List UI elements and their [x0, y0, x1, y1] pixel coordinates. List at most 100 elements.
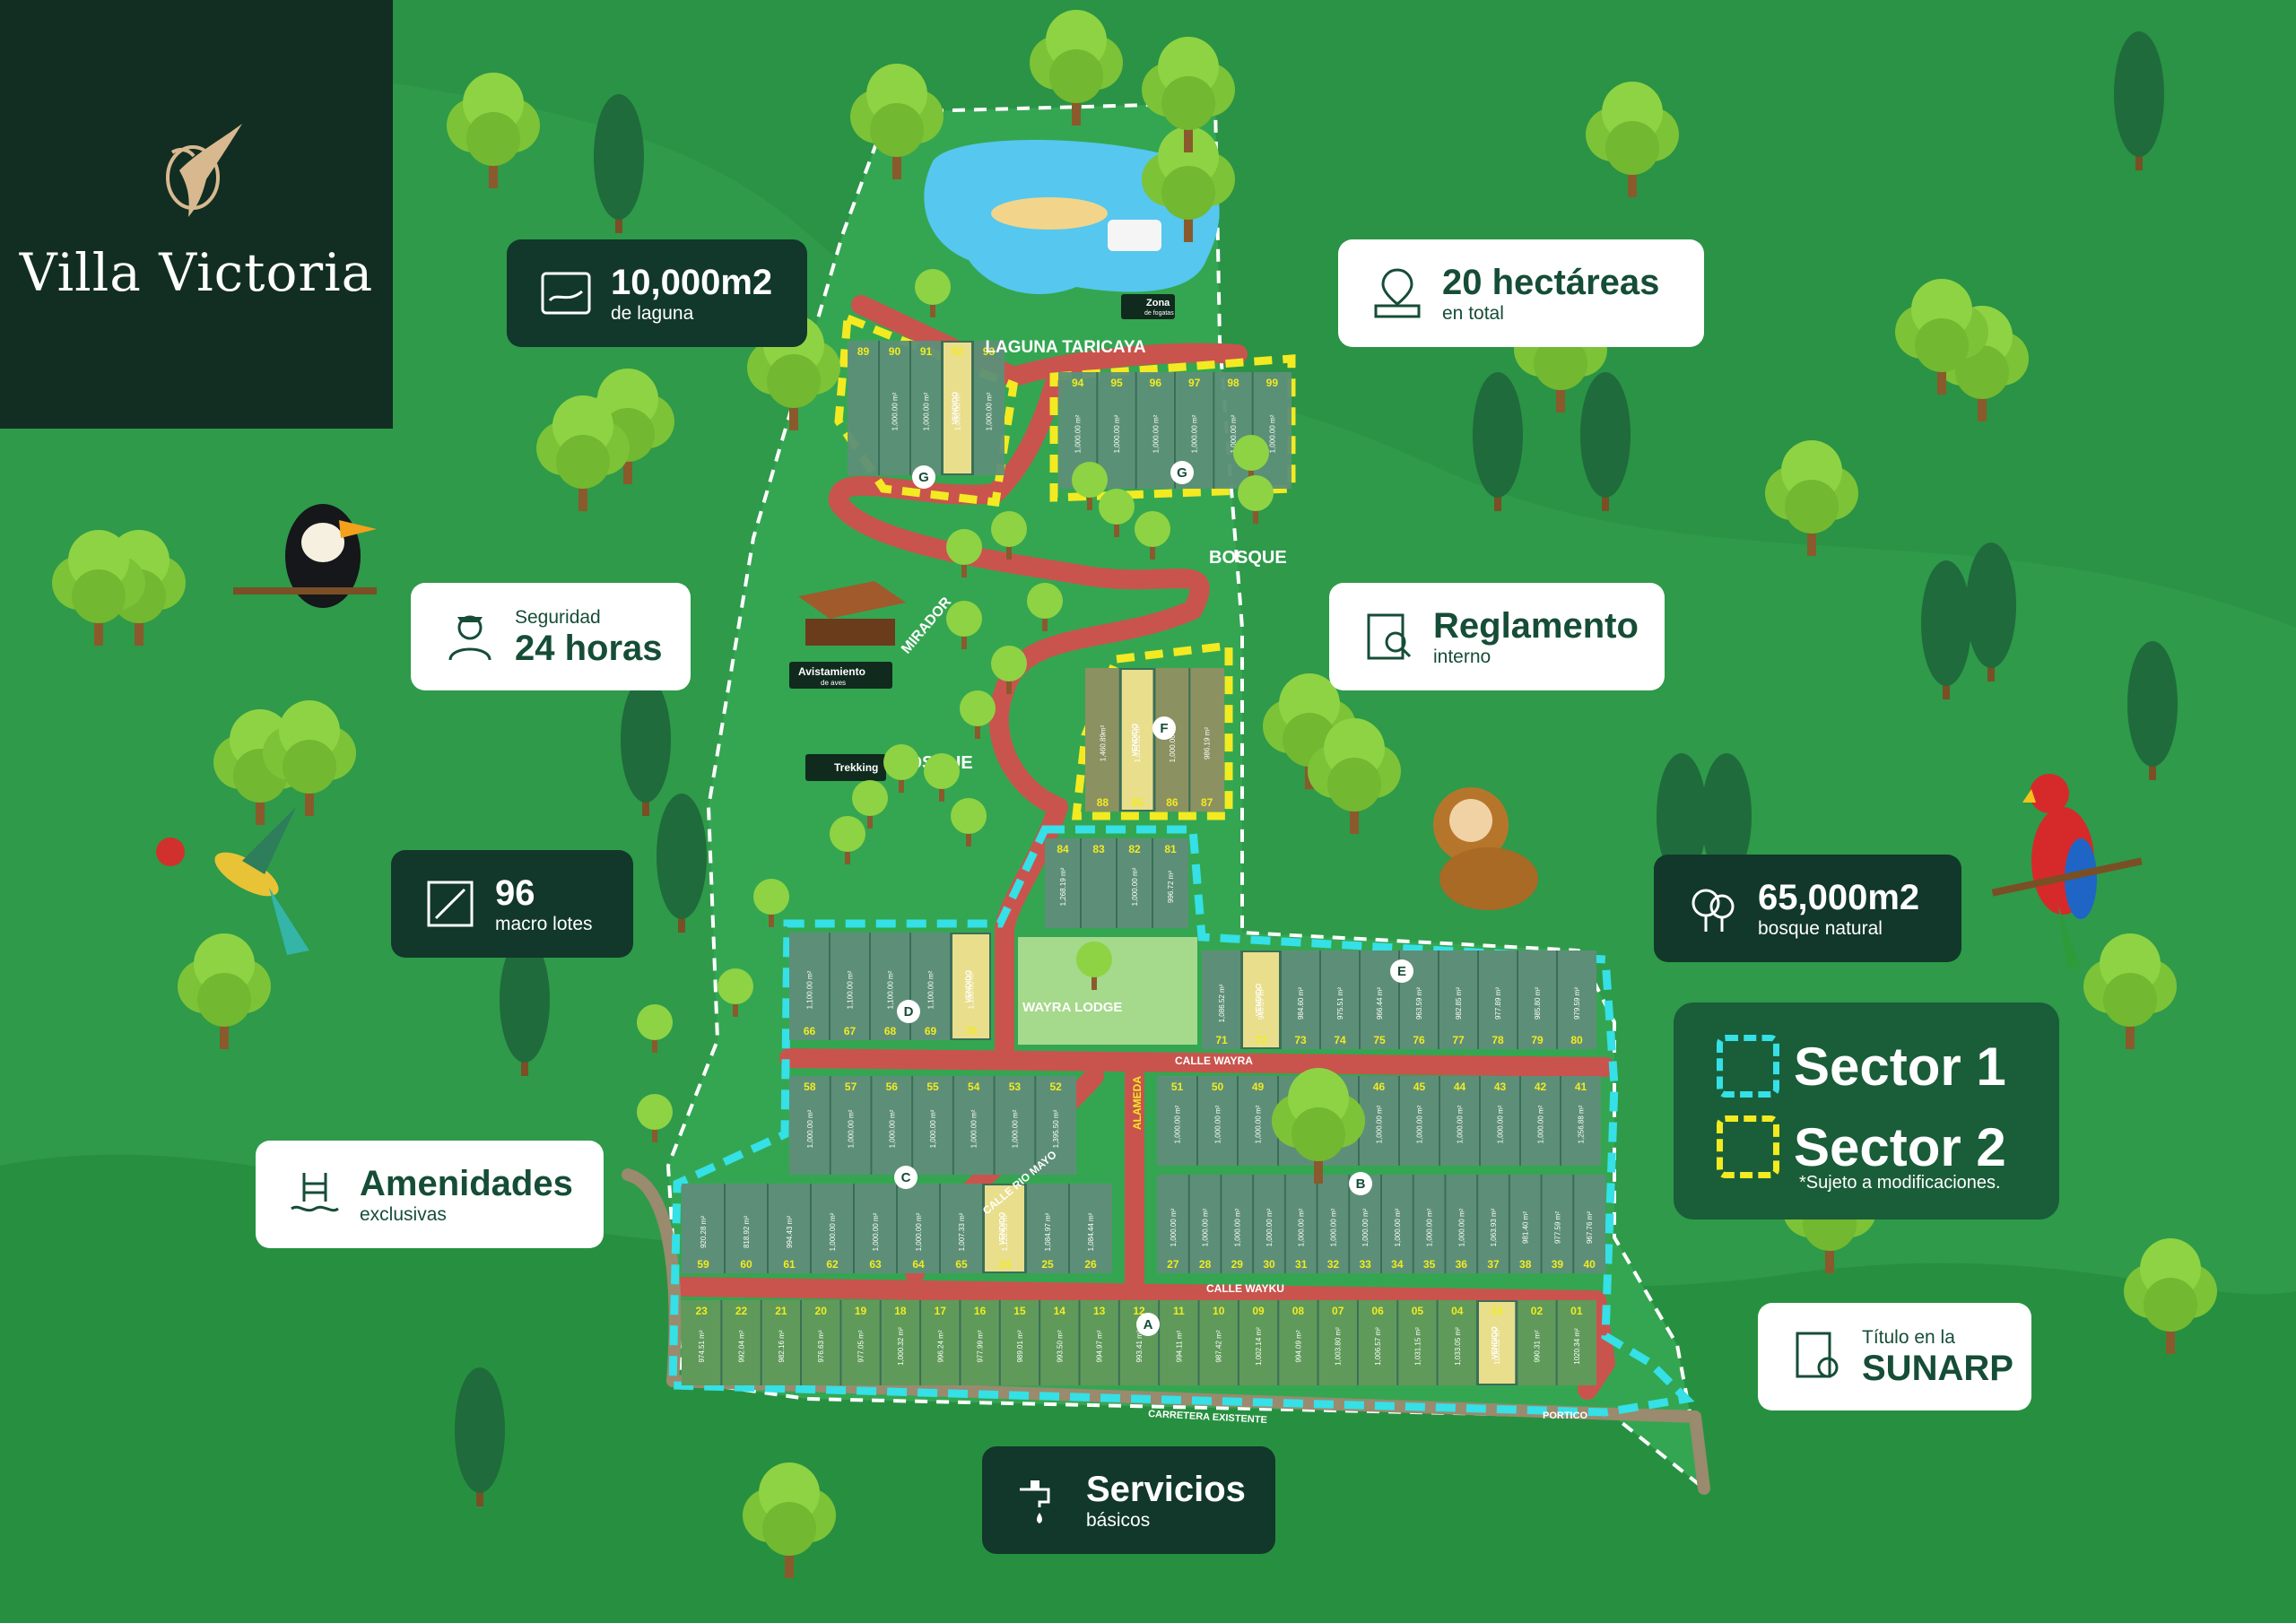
logo-panel: Villa Victoria: [0, 0, 393, 429]
card-titulo-big: SUNARP: [1862, 1348, 2013, 1388]
lot-area: 1,000.00 m²: [1298, 1208, 1306, 1246]
pine-tree: [500, 937, 550, 1076]
certificate-icon: [1796, 1332, 1839, 1378]
pine-tree: [2127, 641, 2178, 780]
lot-area: 994.11 m²: [1175, 1330, 1183, 1362]
pine-tree: [657, 794, 707, 933]
lot-area: 1,000.00 m²: [1113, 414, 1121, 453]
block-letter-badge: [897, 1000, 920, 1023]
label-calle-wayku: CALLE WAYKU: [1206, 1282, 1284, 1295]
lot-area: 818.92 m²: [743, 1216, 751, 1248]
water-tap-icon: [1020, 1480, 1050, 1523]
lot-area: 1,000.00 m²: [1255, 1105, 1263, 1143]
card-lotes-big: 96: [495, 872, 535, 913]
lot-area: 963.59 m²: [1415, 987, 1423, 1020]
lot-number: 79: [1531, 1034, 1544, 1046]
card-seguridad-big: 24 horas: [515, 628, 663, 668]
lot-number: 88: [1097, 796, 1109, 809]
lot-area: 1,000.00 m²: [915, 1212, 923, 1251]
lot-area: 982.16 m²: [778, 1330, 786, 1362]
lot-number: 43: [1494, 1081, 1507, 1093]
lot-area: 1000.02 m²: [1493, 1328, 1501, 1365]
lot-area: 1,000.00 m²: [1011, 1109, 1019, 1148]
sold-lot: [942, 341, 973, 475]
lot-number: 99: [1266, 377, 1279, 389]
lot-area: 1,031.15 m²: [1413, 1327, 1422, 1366]
lot-area: 940.07 m²: [1257, 987, 1265, 1020]
lot-area: 993.50 m²: [1056, 1330, 1064, 1362]
svg-text:de fogatas: de fogatas: [1144, 310, 1174, 317]
lot-number: 40: [1583, 1258, 1596, 1271]
lot-area: 986.19 m²: [1204, 727, 1212, 759]
lot-number: 41: [1575, 1081, 1587, 1093]
lot-area: 1,084.97 m²: [1044, 1212, 1052, 1251]
lot-number: 52: [1049, 1081, 1062, 1093]
block-letter-badge: [1349, 1172, 1372, 1195]
lot-number: 85: [1131, 796, 1144, 809]
lot-number: 54: [968, 1081, 980, 1093]
sector-legend: Sector 1 Sector 2 *Sujeto a modificacion…: [1674, 1002, 2059, 1219]
lot-number: 18: [894, 1305, 907, 1317]
lot-area: 977.99 m²: [977, 1330, 985, 1362]
lot-area: 1,025.02 m²: [1134, 724, 1142, 762]
lot-number: 91: [920, 345, 933, 358]
lot-number: 95: [1110, 377, 1123, 389]
card-hectareas-big: 20 hectáreas: [1442, 262, 1660, 302]
lot-number: 69: [925, 1025, 937, 1037]
paddle-boat: [1108, 220, 1161, 251]
tag-zona: Zona de fogatas: [1121, 294, 1175, 319]
pine-tree: [621, 677, 671, 816]
lot-area: 1,003.80 m²: [1335, 1327, 1343, 1366]
lot-number: 78: [1492, 1034, 1504, 1046]
card-servicios-big: Servicios: [1086, 1469, 1246, 1509]
lot-number: 46: [1373, 1081, 1386, 1093]
lot-area: 979.59 m²: [1573, 987, 1581, 1020]
lot-area: 1,000.00 m²: [1268, 414, 1276, 453]
lot-number: 80: [1570, 1034, 1583, 1046]
sold-tag: VENDIDO: [998, 1212, 1006, 1245]
lot-area: 994.97 m²: [1096, 1330, 1104, 1362]
lot-number: 49: [1252, 1081, 1265, 1093]
lot-area: 1,000.00 m²: [1537, 1105, 1545, 1143]
lot-area: 1,084.44 m²: [1087, 1212, 1095, 1251]
lot-number: 55: [926, 1081, 939, 1093]
brand-name: Villa Victoria: [19, 242, 374, 303]
block-letter-badge: [1390, 959, 1413, 983]
lot-number: 81: [1164, 843, 1177, 855]
lot-area: 1,000.00 m²: [829, 1212, 837, 1251]
sloth-illustration: [1433, 787, 1538, 910]
lot-area: 1,000.32 m²: [897, 1327, 905, 1366]
legend-note: *Sujeto a modificaciones.: [1799, 1173, 2001, 1193]
lot-number: 84: [1057, 843, 1069, 855]
lot-number: 12: [1133, 1305, 1145, 1317]
lot-number: 58: [804, 1081, 816, 1093]
lot-area: 1,000.00 m²: [1497, 1105, 1505, 1143]
lot-number: 38: [1519, 1258, 1532, 1271]
lot-number: 15: [1013, 1305, 1026, 1317]
lot-area: 994.09 m²: [1294, 1330, 1302, 1362]
lot-area: 1,000.00 m²: [954, 392, 962, 430]
lot-number: 90: [889, 345, 901, 358]
lot-area: 981.40 m²: [1522, 1211, 1530, 1244]
lot-number: 33: [1359, 1258, 1371, 1271]
lot-area: 977.59 m²: [1553, 1211, 1561, 1244]
lot-area: 1,086.52 m²: [1218, 984, 1226, 1022]
lake-plan-icon: [541, 272, 591, 315]
lot-area: 1,002.14 m²: [1255, 1327, 1263, 1366]
lake-island: [991, 197, 1108, 230]
lot-number: 05: [1412, 1305, 1424, 1317]
lot-area: 1,256.88 m²: [1578, 1105, 1586, 1143]
lot-number: 75: [1373, 1034, 1386, 1046]
lot-area: 1,000.00 m²: [1191, 414, 1199, 453]
sold-tag: VENDIDO: [1491, 1326, 1499, 1358]
lot-number: 94: [1072, 377, 1084, 389]
lot-number: 67: [844, 1025, 857, 1037]
lot-area: 977.89 m²: [1494, 987, 1502, 1020]
card-seguridad-pre: Seguridad: [515, 606, 601, 628]
document-search-icon: [1367, 613, 1412, 660]
lot-area: 1,000.00 m²: [1416, 1105, 1424, 1143]
lot-area: 1,000.00 m²: [1426, 1208, 1434, 1246]
lot-area: 989.01 m²: [1016, 1330, 1024, 1362]
lot-number: 09: [1252, 1305, 1265, 1317]
